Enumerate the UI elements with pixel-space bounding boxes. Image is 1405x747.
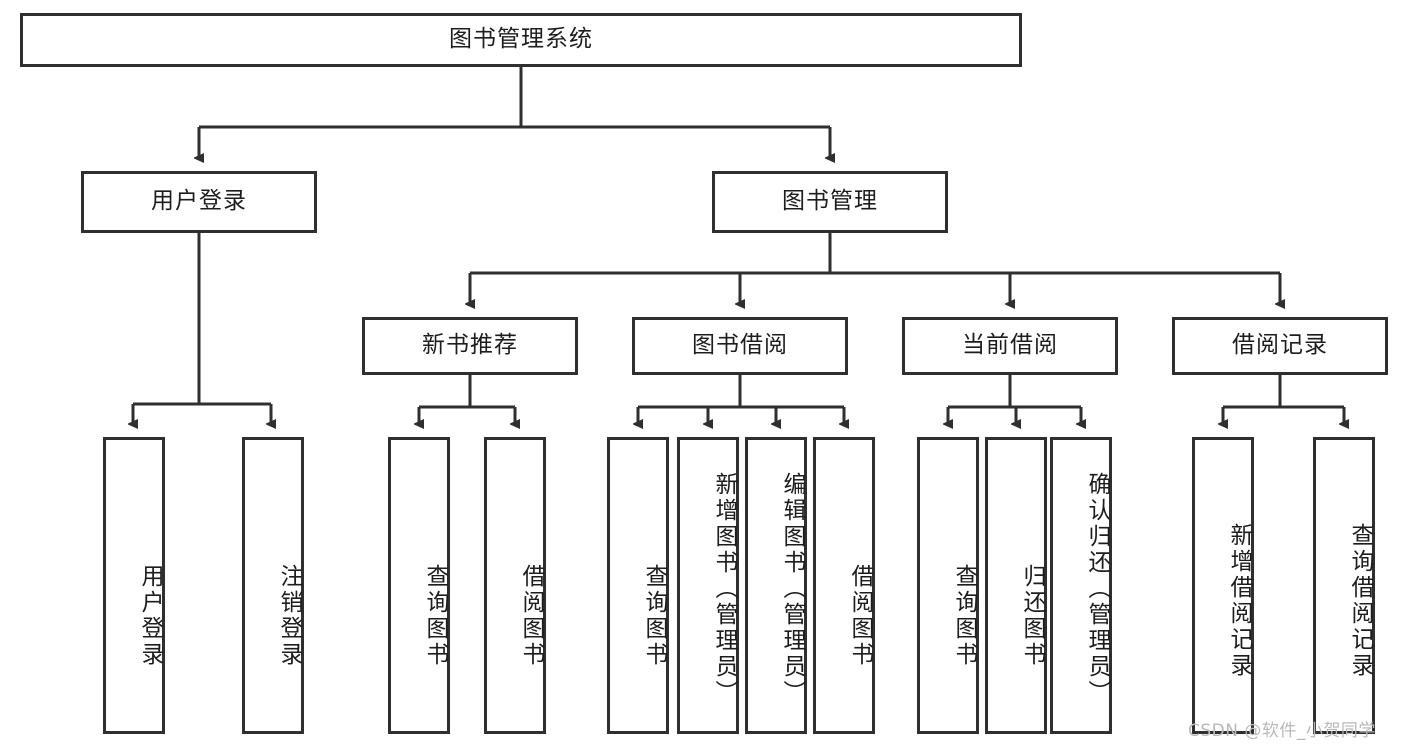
node-new-book-recommend[interactable]: 新书推荐 — [362, 317, 578, 375]
node-label: 借阅图书 — [518, 563, 544, 668]
node-root-system[interactable]: 图书管理系统 — [20, 13, 1022, 67]
csdn-watermark: CSDN @软件_小贺同学 — [1188, 721, 1376, 741]
leaf-query-book-current[interactable]: 查询图书 — [917, 437, 979, 734]
leaf-user-login[interactable]: 用户登录 — [103, 437, 165, 734]
node-label: 查询借阅记录 — [1347, 522, 1373, 679]
node-label: 当前借阅 — [962, 332, 1058, 359]
node-borrow-record[interactable]: 借阅记录 — [1172, 317, 1388, 375]
node-user-login[interactable]: 用户登录 — [81, 171, 317, 233]
leaf-confirm-return-admin[interactable]: 确认归还（管理员） — [1050, 437, 1112, 734]
node-book-borrow[interactable]: 图书借阅 — [632, 317, 848, 375]
node-label: 查询图书 — [951, 563, 977, 668]
node-book-manage[interactable]: 图书管理 — [712, 171, 948, 233]
leaf-query-borrow-record[interactable]: 查询借阅记录 — [1313, 437, 1375, 734]
node-label: 图书管理系统 — [449, 26, 593, 53]
leaf-query-book-recommend[interactable]: 查询图书 — [388, 437, 450, 734]
leaf-edit-book-admin[interactable]: 编辑图书（管理员） — [745, 437, 807, 734]
leaf-return-book[interactable]: 归还图书 — [985, 437, 1047, 734]
node-label: 新增借阅记录 — [1226, 522, 1252, 679]
node-label: 借阅记录 — [1232, 332, 1328, 359]
node-label: 确认归还（管理员） — [1084, 471, 1110, 706]
node-label: 图书借阅 — [692, 332, 788, 359]
leaf-borrow-book-recommend[interactable]: 借阅图书 — [484, 437, 546, 734]
leaf-add-borrow-record[interactable]: 新增借阅记录 — [1192, 437, 1254, 734]
node-label: 新增图书（管理员） — [711, 471, 737, 706]
node-label: 图书管理 — [782, 188, 878, 215]
leaf-borrow-book[interactable]: 借阅图书 — [813, 437, 875, 734]
leaf-user-logout[interactable]: 注销登录 — [242, 437, 304, 734]
node-label: 编辑图书（管理员） — [779, 471, 805, 706]
node-label: 归还图书 — [1019, 563, 1045, 668]
node-label: 查询图书 — [641, 563, 667, 668]
node-label: 查询图书 — [422, 563, 448, 668]
node-label: 用户登录 — [151, 188, 247, 215]
leaf-add-book-admin[interactable]: 新增图书（管理员） — [677, 437, 739, 734]
node-label: 用户登录 — [137, 563, 163, 668]
leaf-query-book-borrow[interactable]: 查询图书 — [607, 437, 669, 734]
node-current-borrow[interactable]: 当前借阅 — [902, 317, 1118, 375]
node-label: 借阅图书 — [847, 563, 873, 668]
node-label: 注销登录 — [276, 563, 302, 668]
node-label: 新书推荐 — [422, 332, 518, 359]
